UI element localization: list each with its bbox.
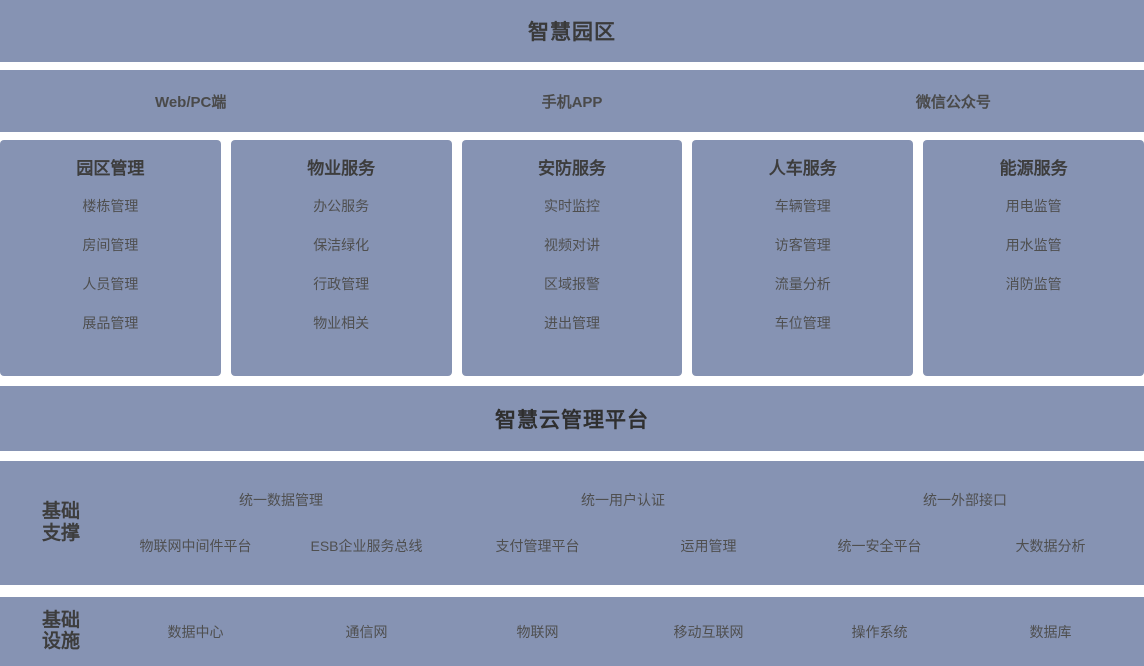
basic-support-grid: 统一数据管理 统一用户认证 统一外部接口 物联网中间件平台 ESB企业服务总线 … xyxy=(110,461,1136,585)
service-column-property-service[interactable]: 物业服务 办公服务 保洁绿化 行政管理 物业相关 xyxy=(230,140,452,376)
support-item-iot-middleware[interactable]: 物联网中间件平台 xyxy=(139,538,252,554)
service-column-title: 能源服务 xyxy=(999,159,1068,178)
service-item[interactable]: 物业相关 xyxy=(313,315,370,331)
access-channel-band: Web/PC端 手机APP 微信公众号 xyxy=(0,70,1144,132)
support-item-application-management[interactable]: 运用管理 xyxy=(680,538,737,554)
service-item[interactable]: 进出管理 xyxy=(543,315,600,331)
service-item[interactable]: 车辆管理 xyxy=(774,198,831,214)
support-item-esb[interactable]: ESB企业服务总线 xyxy=(310,538,423,554)
service-column-energy-service[interactable]: 能源服务 用电监管 用水监管 消防监管 xyxy=(923,140,1144,376)
top-title-band: 智慧园区 xyxy=(0,0,1144,62)
service-item[interactable]: 流量分析 xyxy=(774,276,831,292)
channel-item-app[interactable]: 手机APP xyxy=(541,93,603,111)
service-column-title: 物业服务 xyxy=(307,159,376,178)
page-title: 智慧园区 xyxy=(528,21,616,44)
basic-support-bottom-row: 物联网中间件平台 ESB企业服务总线 支付管理平台 运用管理 统一安全平台 大数… xyxy=(110,536,1136,556)
infra-item-communication-network[interactable]: 通信网 xyxy=(345,623,388,640)
cloud-platform-band: 智慧云管理平台 xyxy=(0,386,1144,451)
service-item[interactable]: 用水监管 xyxy=(1005,237,1062,253)
support-item-unified-user-auth[interactable]: 统一用户认证 xyxy=(581,492,665,508)
service-item[interactable]: 人员管理 xyxy=(82,276,139,292)
infrastructure-band: 基础设施 数据中心 通信网 物联网 移动互联网 操作系统 数据库 xyxy=(0,597,1144,666)
service-item[interactable]: 行政管理 xyxy=(313,276,370,292)
basic-support-top-row: 统一数据管理 统一用户认证 统一外部接口 xyxy=(110,490,1136,510)
support-item-unified-security-platform[interactable]: 统一安全平台 xyxy=(837,538,922,554)
infra-item-database[interactable]: 数据库 xyxy=(1029,623,1072,640)
service-column-title: 园区管理 xyxy=(76,159,145,178)
support-item-unified-data-management[interactable]: 统一数据管理 xyxy=(239,492,323,508)
basic-support-band: 基础支撑 统一数据管理 统一用户认证 统一外部接口 物联网中间件平台 ESB企业… xyxy=(0,461,1144,585)
service-item[interactable]: 车位管理 xyxy=(774,315,831,331)
service-item[interactable]: 楼栋管理 xyxy=(82,198,139,214)
service-item[interactable]: 办公服务 xyxy=(313,198,370,214)
service-item[interactable]: 实时监控 xyxy=(543,198,600,214)
service-item[interactable]: 消防监管 xyxy=(1005,276,1062,292)
service-item[interactable]: 用电监管 xyxy=(1005,198,1062,214)
basic-support-label: 基础支撑 xyxy=(41,501,80,544)
service-item[interactable]: 访客管理 xyxy=(774,237,831,253)
service-item[interactable]: 展品管理 xyxy=(82,315,139,331)
infra-item-iot[interactable]: 物联网 xyxy=(516,623,559,640)
service-column-title: 安防服务 xyxy=(537,159,606,178)
service-item[interactable]: 区域报警 xyxy=(543,276,600,292)
infrastructure-label: 基础设施 xyxy=(41,609,80,653)
channel-item-wechat[interactable]: 微信公众号 xyxy=(915,93,991,111)
channel-item-web[interactable]: Web/PC端 xyxy=(154,93,227,111)
cloud-platform-title: 智慧云管理平台 xyxy=(495,408,649,432)
infra-item-data-center[interactable]: 数据中心 xyxy=(167,623,224,640)
service-column-people-vehicle-service[interactable]: 人车服务 车辆管理 访客管理 流量分析 车位管理 xyxy=(692,140,914,376)
infra-item-mobile-internet[interactable]: 移动互联网 xyxy=(673,623,744,640)
infrastructure-grid: 数据中心 通信网 物联网 移动互联网 操作系统 数据库 xyxy=(110,597,1136,666)
support-item-unified-external-interface[interactable]: 统一外部接口 xyxy=(923,492,1007,508)
service-item[interactable]: 保洁绿化 xyxy=(313,237,370,253)
service-column-title: 人车服务 xyxy=(768,159,837,178)
infra-item-operating-system[interactable]: 操作系统 xyxy=(851,623,908,640)
service-item[interactable]: 房间管理 xyxy=(82,237,139,253)
support-item-big-data-analysis[interactable]: 大数据分析 xyxy=(1015,538,1086,554)
service-column-security-service[interactable]: 安防服务 实时监控 视频对讲 区域报警 进出管理 xyxy=(461,140,683,376)
service-columns-zone: 园区管理 楼栋管理 房间管理 人员管理 展品管理 物业服务 办公服务 保洁绿化 … xyxy=(0,140,1144,376)
service-column-park-management[interactable]: 园区管理 楼栋管理 房间管理 人员管理 展品管理 xyxy=(0,140,221,376)
service-item[interactable]: 视频对讲 xyxy=(543,237,600,253)
support-item-payment-platform[interactable]: 支付管理平台 xyxy=(495,538,580,554)
